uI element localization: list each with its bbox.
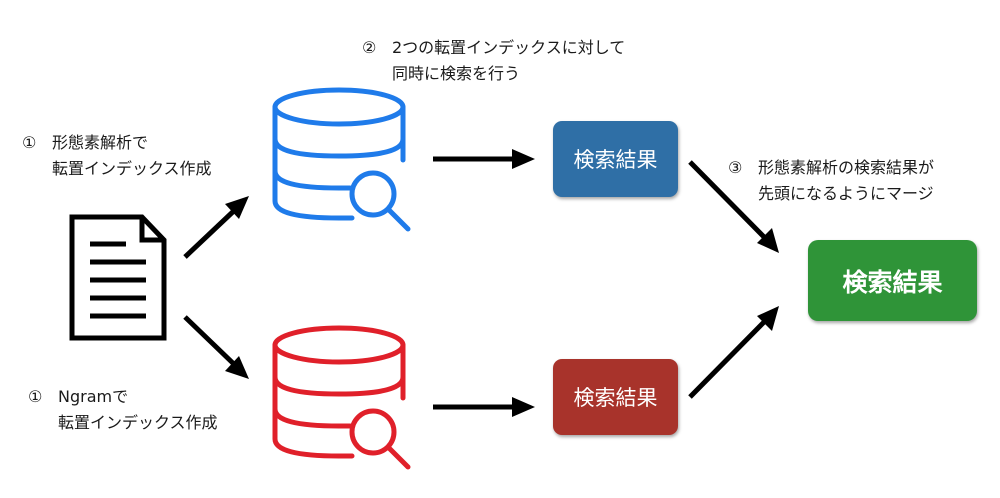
arrow-doc-to-blue-db	[183, 196, 249, 259]
search-result-box-blue: 検索結果	[553, 121, 678, 197]
step2-label: ② 2つの転置インデックスに対して 同時に検索を行う	[362, 35, 625, 87]
step3-label: ③ 形態素解析の検索結果が 先頭になるようにマージ	[728, 155, 934, 207]
arrow-blue-db-to-result	[433, 149, 535, 169]
step2-number: ②	[362, 38, 377, 57]
step1-morph-line2: 転置インデックス作成	[52, 159, 212, 178]
merged-search-result-box: 検索結果	[808, 240, 977, 321]
database-search-icon-blue	[272, 87, 411, 232]
step1-ngram-number: ①	[28, 387, 43, 406]
step1-ngram-label: ① Ngramで 転置インデックス作成	[28, 384, 218, 436]
step1-ngram-line2: 転置インデックス作成	[58, 413, 218, 432]
step3-line2: 先頭になるようにマージ	[758, 184, 934, 203]
step1-morph-line1: 形態素解析で	[52, 133, 149, 152]
step3-number: ③	[728, 158, 743, 177]
step1-ngram-line1: Ngramで	[58, 387, 129, 406]
step2-line2: 同時に検索を行う	[392, 64, 521, 83]
arrow-red-result-to-merged	[688, 306, 779, 399]
arrow-blue-result-to-merged	[688, 160, 779, 253]
arrow-red-db-to-result	[433, 397, 535, 417]
step1-morph-label: ① 形態素解析で 転置インデックス作成	[22, 130, 212, 182]
search-result-box-red: 検索結果	[553, 359, 678, 435]
step2-line1: 2つの転置インデックスに対して	[392, 38, 626, 57]
database-search-icon-red	[272, 325, 411, 470]
step1-morph-number: ①	[22, 133, 37, 152]
step3-line1: 形態素解析の検索結果が	[758, 158, 935, 177]
arrows	[183, 149, 779, 417]
document-icon	[69, 214, 167, 341]
arrow-doc-to-red-db	[183, 315, 249, 379]
